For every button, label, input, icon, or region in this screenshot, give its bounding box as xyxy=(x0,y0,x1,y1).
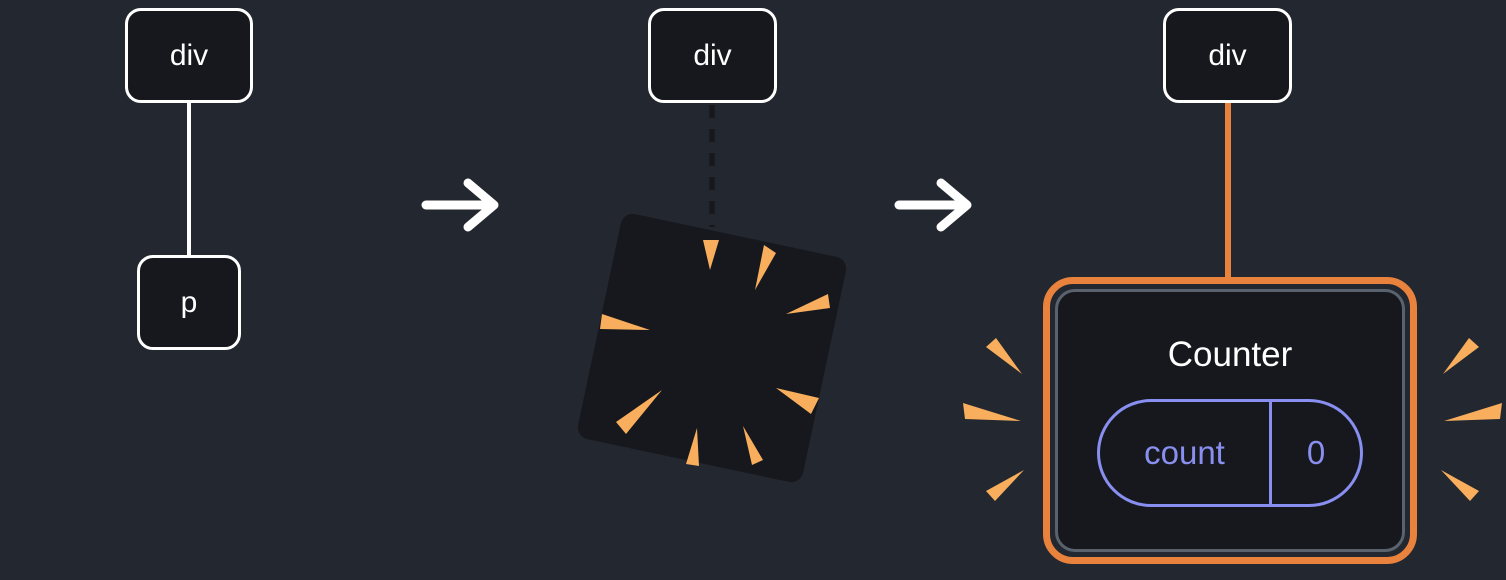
counter-component-body: Counter count 0 xyxy=(1055,289,1405,552)
state-value: 0 xyxy=(1306,433,1326,471)
tree-edge-orange xyxy=(1225,103,1231,284)
dom-node-div-stage3: div xyxy=(1163,8,1292,103)
state-pill: count 0 xyxy=(1097,398,1363,507)
arrow-right-icon xyxy=(894,178,972,232)
tree-edge-stage1 xyxy=(187,103,191,256)
dom-node-label: div xyxy=(693,38,732,72)
dom-node-p-stage1: p xyxy=(137,255,241,350)
dom-node-div-stage2: div xyxy=(648,8,777,103)
destroyed-node-burst-icon xyxy=(600,240,830,466)
highlight-sparks-right-icon xyxy=(1441,338,1502,501)
highlight-sparks-left-icon xyxy=(963,338,1024,501)
state-key: count xyxy=(1144,433,1225,471)
dom-node-label: div xyxy=(1208,38,1247,72)
dom-node-label: p xyxy=(180,285,198,319)
dom-node-label: div xyxy=(169,38,209,72)
dom-node-div-stage1: div xyxy=(125,8,253,103)
dashed-tree-edge xyxy=(709,105,715,227)
counter-component-card: Counter count 0 xyxy=(1043,277,1417,564)
component-title: Counter xyxy=(1167,334,1293,374)
arrow-right-icon xyxy=(421,178,499,232)
state-pill-divider xyxy=(1269,401,1272,504)
